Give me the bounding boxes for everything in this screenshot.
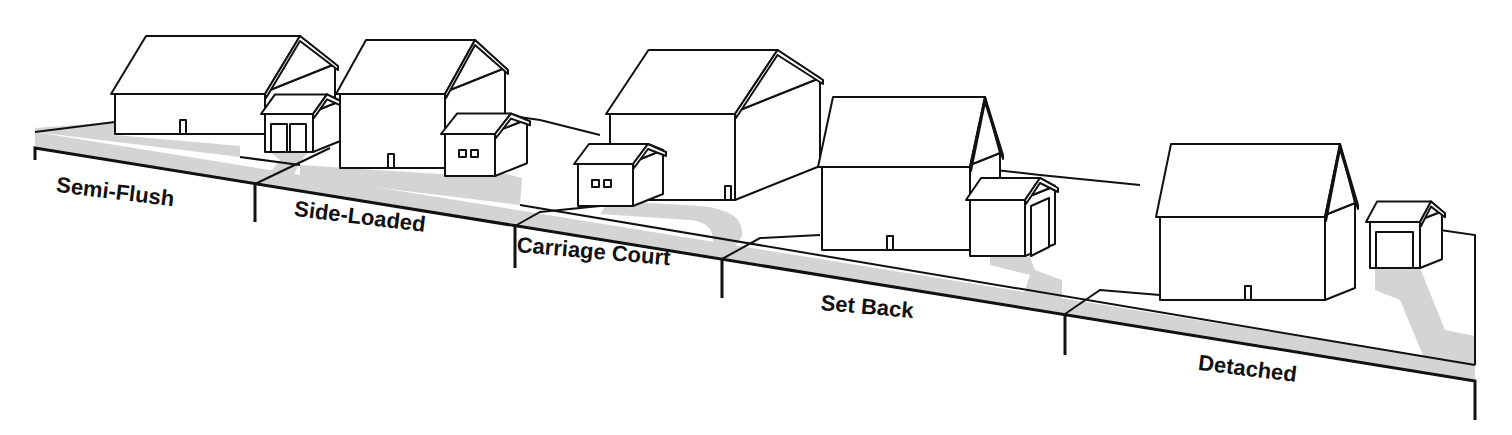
eave	[970, 97, 1003, 171]
garage-door	[290, 124, 306, 152]
eave	[445, 40, 508, 98]
eave	[1325, 144, 1358, 221]
garage-door	[1031, 198, 1049, 256]
eave	[1420, 202, 1445, 226]
front-wall	[970, 198, 1025, 256]
front-wall	[822, 165, 970, 250]
lot-line	[240, 157, 300, 165]
buildings	[111, 36, 1445, 300]
roof	[818, 97, 985, 167]
door	[725, 186, 731, 200]
garage-type-label: Detached	[1197, 350, 1298, 388]
window	[592, 180, 599, 187]
front-wall	[1160, 215, 1325, 300]
side-wall	[1325, 203, 1355, 300]
door	[1245, 286, 1251, 300]
lot-divider	[721, 259, 724, 298]
lot-line	[35, 122, 115, 132]
garage-door	[1376, 232, 1413, 268]
roof	[606, 50, 778, 114]
lot-line	[1065, 290, 1160, 314]
eave	[1025, 178, 1058, 204]
front-wall	[265, 112, 313, 152]
window	[459, 150, 466, 157]
lot-line	[1440, 230, 1475, 365]
roof	[336, 40, 475, 94]
garage-type-label: Set Back	[820, 290, 915, 324]
lot-line	[515, 205, 610, 226]
window	[604, 180, 611, 187]
window	[471, 150, 478, 157]
lot-line	[255, 148, 330, 184]
lot-divider	[254, 184, 257, 222]
lot-line	[722, 235, 820, 259]
front-wall	[445, 132, 495, 176]
roof	[1156, 144, 1340, 217]
front-wall	[340, 92, 445, 168]
eave	[265, 36, 338, 98]
door	[388, 154, 394, 168]
door	[180, 120, 186, 134]
garage-type-label: Semi-Flush	[55, 172, 176, 212]
eave	[633, 144, 666, 168]
front-wall	[1370, 220, 1420, 268]
eave	[735, 50, 823, 118]
door	[887, 236, 893, 250]
front-wall	[578, 162, 633, 206]
eave	[495, 114, 530, 138]
garage-door	[271, 124, 287, 152]
lot-divider	[1064, 314, 1067, 355]
front-wall	[115, 92, 265, 134]
